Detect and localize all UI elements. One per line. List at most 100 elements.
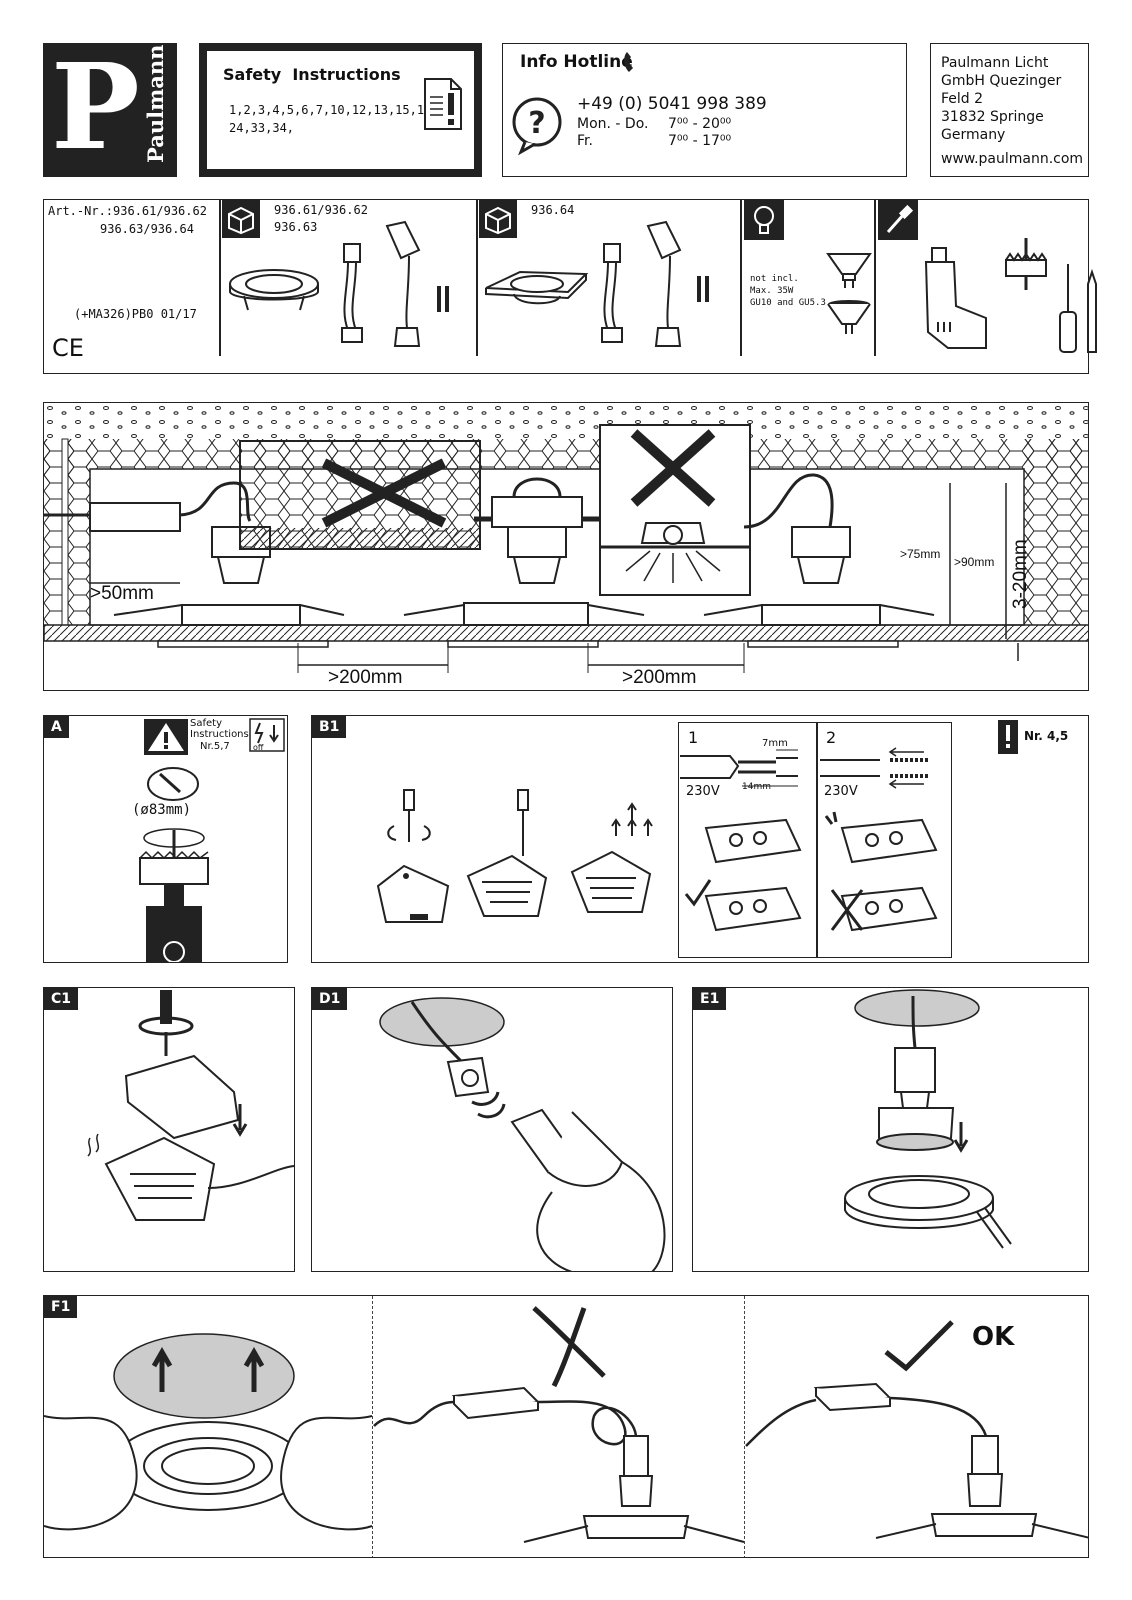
article-number: Art.-Nr.:936.61/936.62 xyxy=(48,204,207,218)
svg-text:?: ? xyxy=(528,106,545,141)
box-icon xyxy=(222,200,260,238)
square-downlight-drawing xyxy=(485,270,589,305)
hole-saw-drill-drawing xyxy=(139,828,209,962)
quantity-mark xyxy=(445,286,449,312)
cut-hole-icon xyxy=(147,767,199,801)
address-line: Germany xyxy=(941,127,1006,143)
ce-mark: CE xyxy=(52,334,84,362)
question-bubble-icon: ? xyxy=(512,97,562,156)
hole-diameter: (ø83mm) xyxy=(132,802,192,818)
brand-name: Paulmann xyxy=(143,44,168,163)
wiring-panel-1-number: 1 xyxy=(688,728,699,747)
wiring-panel-1 xyxy=(678,722,817,958)
wiring-panel-2-number: 2 xyxy=(826,728,837,747)
screwdriver-drawing xyxy=(1059,264,1077,353)
kit2-articles: 936.64 xyxy=(531,203,575,217)
depth-75: >75mm xyxy=(900,547,941,561)
step-b1-panel: B1 1 2 7mm 14mm 230V 230V xyxy=(311,715,1089,963)
gu10-bulb-drawing xyxy=(826,253,872,288)
strip-length-2: 14mm xyxy=(742,782,771,792)
spacing-2: >200mm xyxy=(622,667,697,688)
cable-stripping-drawing xyxy=(680,749,798,787)
document-warning-icon xyxy=(424,78,462,130)
step-label: F1 xyxy=(44,1296,78,1318)
insert-bulb-drawing xyxy=(379,997,666,1271)
phone-icon xyxy=(624,52,633,72)
fit-bulb-into-ring-drawing xyxy=(844,989,1012,1249)
address-line: Feld 2 xyxy=(941,91,984,107)
bulb-note-3: GU10 and GU5.3 xyxy=(750,298,826,308)
depth-90: >90mm xyxy=(954,555,995,569)
step-label: D1 xyxy=(312,988,348,1010)
safety-numbers-1: 1,2,3,4,5,6,7,10,12,13,15,16, xyxy=(229,103,439,117)
kit1-articles-2: 936.63 xyxy=(274,220,318,234)
quantity-mark xyxy=(705,276,709,302)
power-off-icon xyxy=(249,718,285,752)
kit1-articles: 936.61/936.62 xyxy=(274,203,368,217)
hotline-phone: +49 (0) 5041 998 389 xyxy=(577,94,767,114)
wiring-panel-2 xyxy=(817,722,952,958)
terminal-correct-drawing xyxy=(684,818,802,932)
safety-ref-2: Instructions xyxy=(190,729,249,740)
incorrect-cable-routing-drawing xyxy=(373,1306,745,1543)
address-line: 31832 Springe xyxy=(941,109,1044,125)
bulb-note-2: Max. 35W xyxy=(750,286,794,296)
min-side-distance: >50mm xyxy=(90,583,154,604)
address-web: www.paulmann.com xyxy=(941,151,1084,167)
step-a-panel: A Safety Instructions Nr.5,7 off (ø83mm) xyxy=(43,715,288,963)
step-label: A xyxy=(44,716,69,738)
product-code: (+MA326)PB0 01/17 xyxy=(74,307,197,321)
address-line: Paulmann Licht xyxy=(941,55,1049,71)
voltage-label-1: 230V xyxy=(686,784,720,799)
lampholder-cable-drawing xyxy=(385,220,421,347)
terminal-box-screws-drawing xyxy=(570,802,653,913)
hotline-title: Info Hotline xyxy=(520,52,633,72)
ceiling-cross-section xyxy=(44,403,1088,673)
warning-icon xyxy=(144,719,188,755)
lampholder-cable-drawing xyxy=(646,220,682,347)
voltage-label-2: 230V xyxy=(824,784,858,799)
close-terminal-box-drawing xyxy=(87,990,295,1221)
spacing-1: >200mm xyxy=(328,667,403,688)
brand-logo: P Paulmann xyxy=(43,37,177,177)
strip-length: 7mm xyxy=(762,738,788,749)
terminal-box-open-drawing xyxy=(376,789,450,923)
connector-cable-drawing xyxy=(341,243,363,343)
screwdriver-icon xyxy=(878,200,918,240)
safety-instructions-box: Safety Instructions 1,2,3,4,5,6,7,10,12,… xyxy=(199,43,482,177)
drill-drawing xyxy=(924,247,987,349)
wire-insert-drawing xyxy=(820,747,930,789)
warning-icon xyxy=(998,720,1018,754)
hotline-row1-time: 7⁰⁰ - 20⁰⁰ xyxy=(668,116,732,132)
address-box: Paulmann Licht GmbH Quezinger Feld 2 318… xyxy=(930,43,1089,177)
pencil-drawing xyxy=(1087,268,1097,353)
safety-ref-1: Safety xyxy=(190,718,222,729)
ok-label: OK xyxy=(972,1322,1015,1352)
step-d1-panel: D1 xyxy=(311,987,673,1272)
round-downlight-drawing xyxy=(229,269,319,311)
step-c1-panel: C1 xyxy=(43,987,295,1272)
hotline-box: Info Hotline ? +49 (0) 5041 998 389 Mon.… xyxy=(502,43,907,177)
ceiling-thickness: 3-20mm xyxy=(1010,539,1031,609)
safety-numbers-2: 24,33,34, xyxy=(229,121,295,135)
quantity-mark xyxy=(697,276,701,302)
hotline-row2-time: 7⁰⁰ - 17⁰⁰ xyxy=(668,133,732,149)
hole-saw-drawing xyxy=(1005,238,1047,290)
push-fitting-into-ceiling-drawing xyxy=(44,1333,373,1531)
hotline-row2-day: Fr. xyxy=(577,133,593,149)
brand-letter: P xyxy=(51,37,140,176)
terminal-incorrect-drawing xyxy=(824,811,938,932)
hotline-row1-day: Mon. - Do. xyxy=(577,116,649,132)
step-f1-panel: F1 OK xyxy=(43,1295,1089,1558)
connector-cable-drawing xyxy=(601,243,623,343)
safety-title: Safety Instructions xyxy=(223,65,401,84)
parts-row: Art.-Nr.:936.61/936.62 936.63/936.64 (+M… xyxy=(43,199,1097,374)
step-label: E1 xyxy=(693,988,727,1010)
step-e1-panel: E1 xyxy=(692,987,1089,1272)
bulb-note-1: not incl. xyxy=(750,274,799,284)
off-label: off xyxy=(253,743,264,752)
quantity-mark xyxy=(437,286,441,312)
gu53-bulb-drawing xyxy=(827,300,871,334)
step-label: C1 xyxy=(44,988,79,1010)
correct-cable-routing-drawing xyxy=(745,1320,1088,1539)
